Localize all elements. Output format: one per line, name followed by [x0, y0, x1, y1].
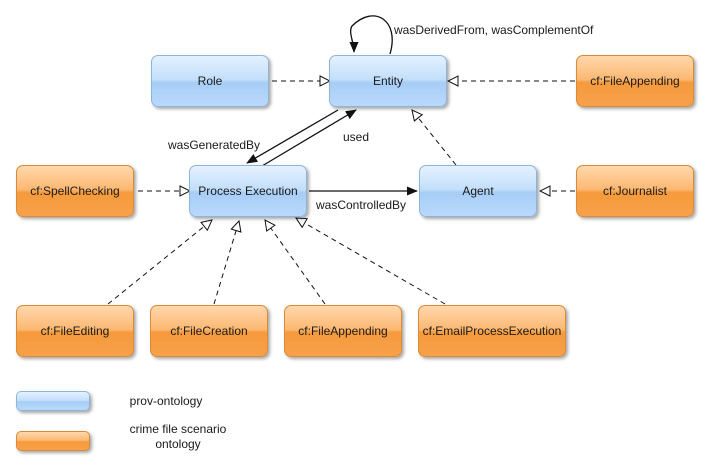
legend-label-scenario: crime file scenario ontology: [118, 422, 238, 452]
edge-emailprocess-process: [296, 218, 446, 305]
edge-agent-entity: [412, 110, 457, 166]
node-file-editing[interactable]: cf:FileEditing: [16, 305, 134, 357]
legend-label-prov: prov-ontology: [129, 394, 203, 408]
legend-label-scenario-line1: crime file scenario: [129, 422, 227, 436]
node-file-appending-bottom[interactable]: cf:FileAppending: [284, 305, 402, 357]
legend-swatch-scenario: [16, 431, 90, 451]
node-journalist[interactable]: cf:Journalist: [576, 165, 694, 217]
label-was-controlled-by: wasControlledBy: [316, 198, 407, 212]
node-process-execution[interactable]: Process Execution: [189, 165, 307, 217]
edge-used: [261, 109, 357, 167]
node-role[interactable]: Role: [151, 55, 269, 107]
node-entity[interactable]: Entity: [329, 55, 447, 107]
edge-was-derived-from: [349, 15, 393, 55]
node-email-process-execution[interactable]: cf:EmailProcessExecution: [418, 305, 566, 357]
legend-label-scenario-line2: ontology: [155, 437, 201, 451]
edge-was-generated-by: [246, 109, 339, 164]
node-spell-checking[interactable]: cf:SpellChecking: [16, 165, 134, 217]
label-was-generated-by: wasGeneratedBy: [168, 138, 261, 152]
node-file-creation[interactable]: cf:FileCreation: [150, 305, 268, 357]
label-used: used: [343, 130, 370, 144]
node-agent[interactable]: Agent: [419, 165, 537, 217]
edge-filecreation-process: [213, 221, 239, 305]
edge-fileediting-process: [107, 220, 212, 305]
legend-swatch-prov: [16, 391, 90, 411]
node-file-appending-top[interactable]: cf:FileAppending: [576, 55, 694, 107]
edge-fileappending-process: [265, 220, 326, 305]
label-was-derived-from: wasDerivedFrom, wasComplementOf: [394, 23, 594, 37]
